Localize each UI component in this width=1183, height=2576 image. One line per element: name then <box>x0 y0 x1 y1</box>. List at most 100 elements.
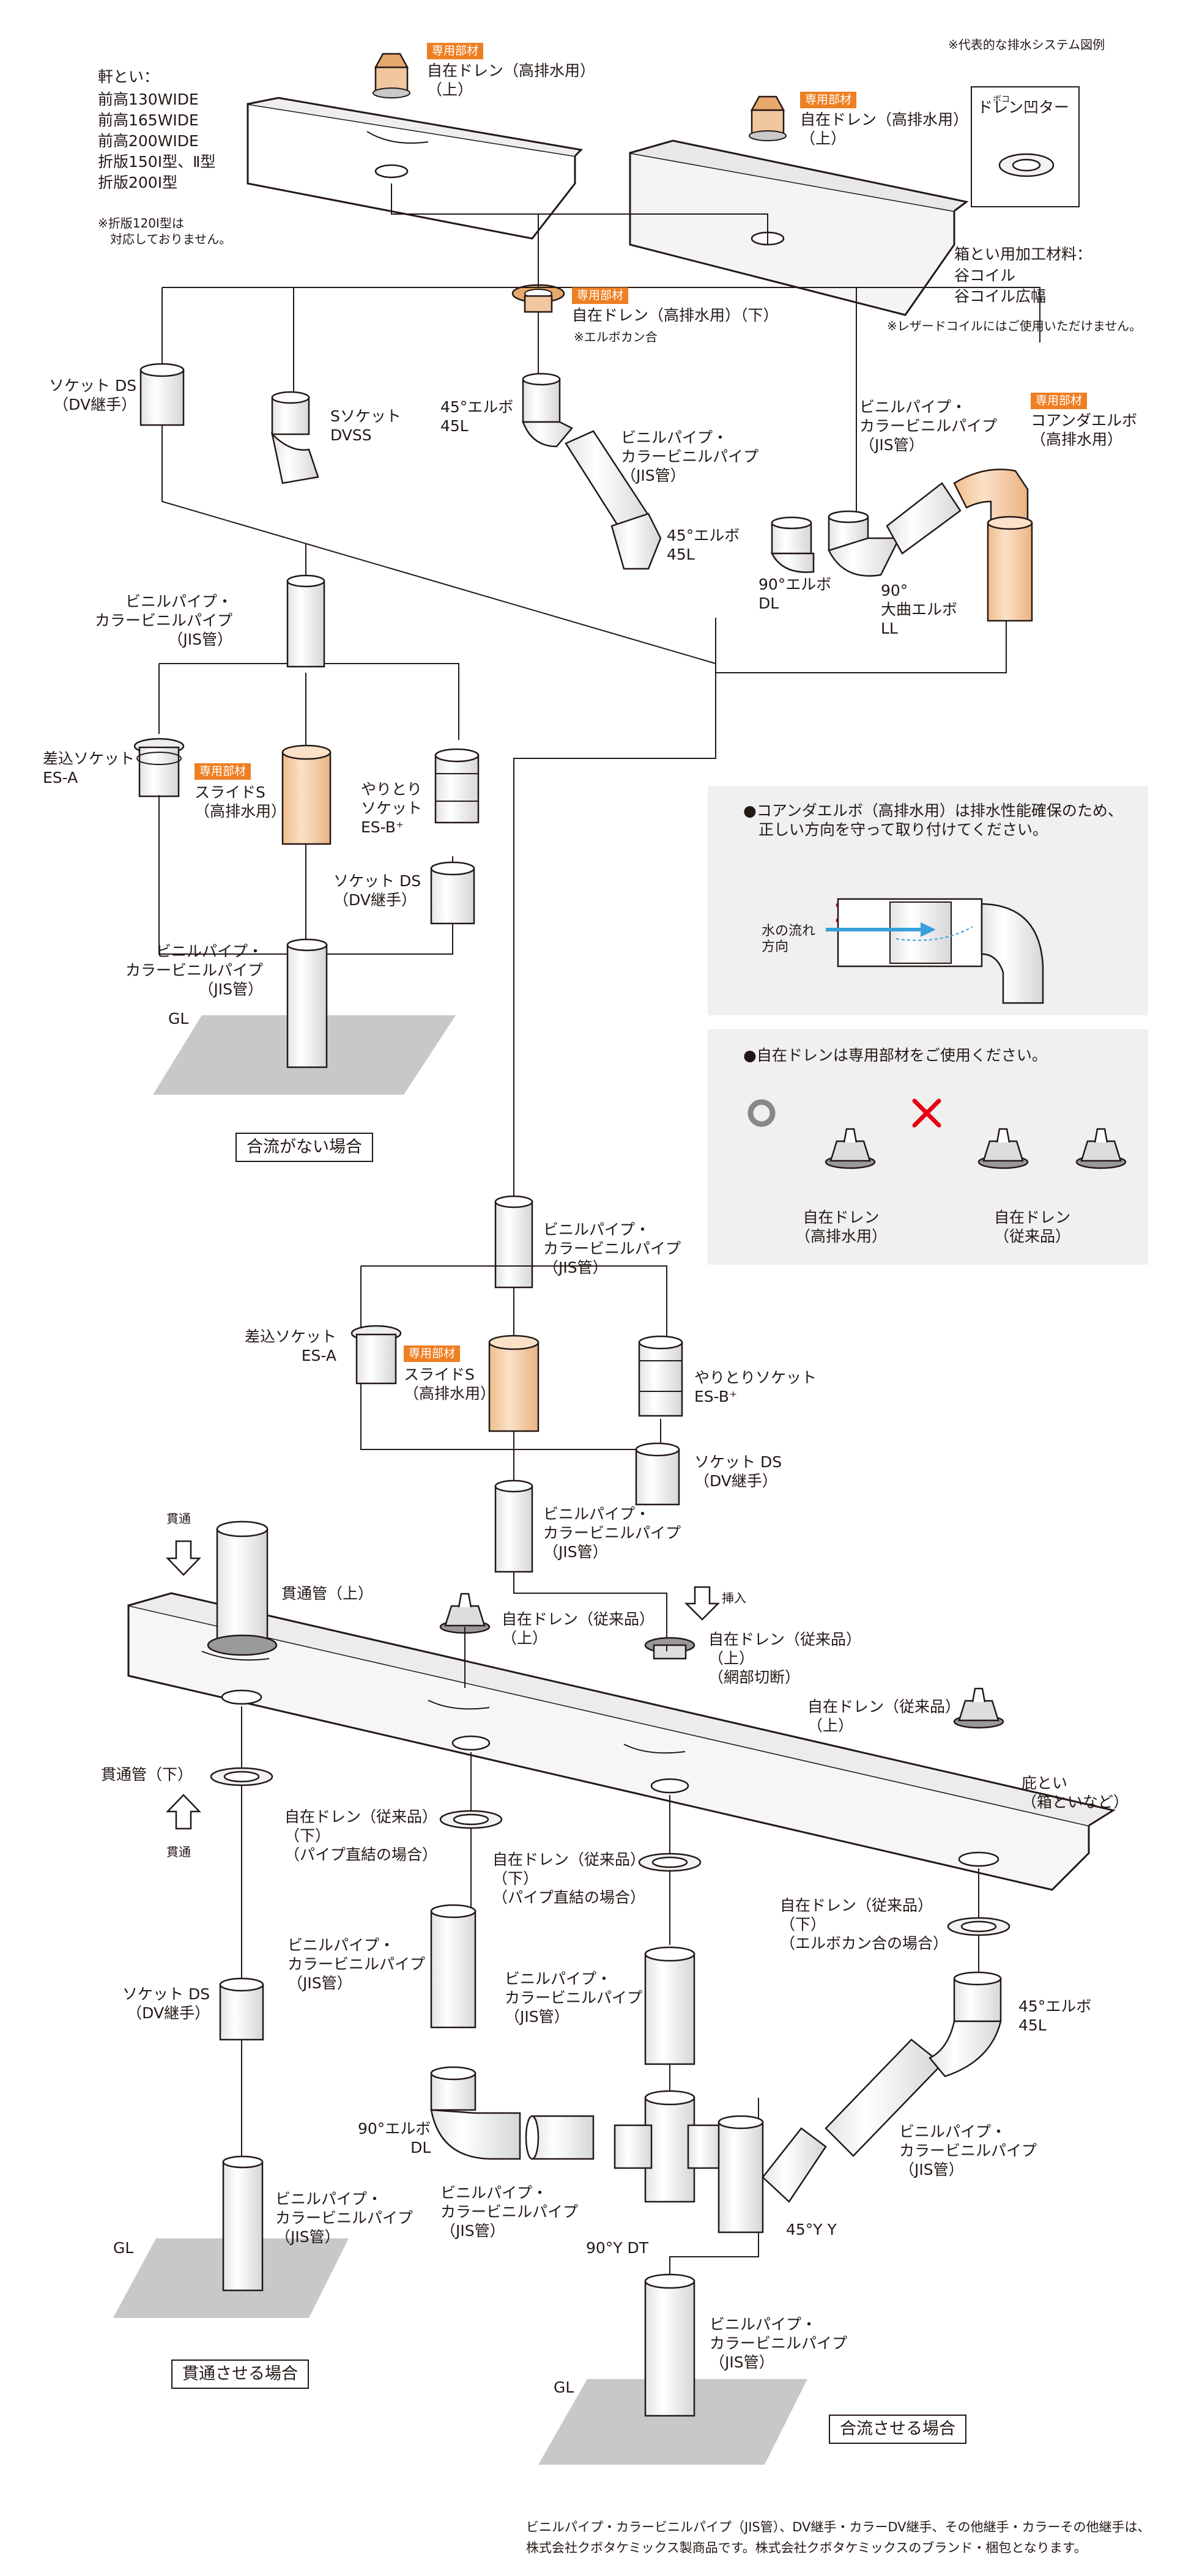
yaritori-2-label: やりとりソケット ES-B⁺ <box>694 1369 817 1405</box>
pipe-jis-6-label: ビニルパイプ・ カラービニルパイプ （JIS管） <box>543 1505 681 1561</box>
ground-3 <box>538 2379 807 2465</box>
noki-item: 前高130WIDE <box>98 91 199 108</box>
elbow-45-1 <box>522 372 573 448</box>
coanda-label: コアンダエルボ （高排水用） <box>1031 412 1138 448</box>
s-socket <box>270 391 319 484</box>
conventional-drain-down-2 <box>638 1852 702 1872</box>
yaritori-socket-1 <box>434 748 480 824</box>
special-drain-top-left <box>373 53 410 98</box>
drain-conv-down-1-label: 自在ドレン（従来品） （下） （パイプ直結の場合） <box>284 1808 438 1864</box>
drain-ng-label: 自在ドレン （従来品） <box>994 1208 1071 1245</box>
drain-ring-frame <box>971 86 1080 207</box>
drain-conv-up-1-label: 自在ドレン（従来品） （上） <box>502 1610 655 1647</box>
insert-label: 挿入 <box>722 1591 746 1605</box>
elbow-45-3 <box>929 1971 1002 2078</box>
box-materials-list: 谷コイル 谷コイル広幅 <box>954 265 1046 307</box>
special-tag: 専用部材 <box>427 43 484 59</box>
arrow-down-insert <box>684 1586 721 1621</box>
flow-label: 水の流れ 方向 <box>762 923 816 955</box>
pipe-jis-12-label: ビニルパイプ・ カラービニルパイプ （JIS管） <box>710 2315 848 2371</box>
socket-ds-1-label: ソケット DS （DV継手） <box>49 377 137 413</box>
leader-lines-sec2 <box>360 1265 667 1486</box>
noki-list: 前高130WIDE 前高165WIDE 前高200WIDE 折版150Ⅰ型、Ⅱ型… <box>98 89 215 193</box>
leader-lines-top <box>158 183 1040 1223</box>
header-note: ※代表的な排水システム図例 <box>948 37 1105 52</box>
elbow-90-dl-2 <box>430 2066 521 2160</box>
socket-ds-2 <box>430 861 475 925</box>
socket-ds-3 <box>635 1442 680 1506</box>
through-label-bottom: 貫通 <box>166 1845 191 1859</box>
through-pipe-upper <box>207 1520 278 1656</box>
pipe-jis-9-label: ビニルパイプ・ カラービニルパイプ （JIS管） <box>899 2123 1037 2178</box>
socket-ds-2-label: ソケット DS （DV継手） <box>333 872 421 909</box>
leader-lines-bottom <box>241 1627 979 2275</box>
pipe-jis-2-label: ビニルパイプ・ カラービニルパイプ （JIS管） <box>859 398 998 454</box>
drain-compare <box>747 1098 1127 1169</box>
arrow-up-through <box>166 1794 201 1830</box>
through-label-top: 貫通 <box>166 1511 191 1526</box>
slide-s-1 <box>281 744 332 845</box>
case-merge: 合流させる場合 <box>829 2415 966 2444</box>
pipe-jis-7-label: ビニルパイプ・ カラービニルパイプ （JIS管） <box>287 1936 426 1992</box>
pipe-jis-10-label: ビニルパイプ・ カラービニルパイプ （JIS管） <box>440 2184 579 2240</box>
top-gutter-right <box>629 139 969 316</box>
coanda-elbow <box>953 468 1033 622</box>
arrow-down-through <box>166 1540 201 1576</box>
pipe-jis-1-label: ビニルパイプ・ カラービニルパイプ （JIS管） <box>621 429 759 484</box>
box-materials-title: 箱とい用加工材料： <box>954 245 1092 263</box>
pipe-mid-1 <box>494 1195 533 1289</box>
circle-ok-icon <box>747 1099 776 1127</box>
pipe-jis-3-label: ビニルパイプ・ カラービニルパイプ （JIS管） <box>95 593 233 648</box>
pipe-1 <box>286 574 325 668</box>
conventional-drain-up-2 <box>644 1637 695 1660</box>
case-through: 貫通させる場合 <box>171 2359 309 2389</box>
gl-2-label: GL <box>113 2239 134 2257</box>
y-45 <box>718 2115 827 2234</box>
s-socket-label: Sソケット DVSS <box>330 407 401 444</box>
special-drain-down <box>511 284 565 313</box>
elbow90-ll-label: 90° 大曲エルボ LL <box>881 582 958 637</box>
tee-90-y-dt <box>614 2090 723 2203</box>
gl-1-label: GL <box>168 1010 189 1027</box>
elbow-90-dl-1 <box>770 516 815 573</box>
drain-ring-icon <box>998 153 1055 177</box>
pipe-ground-2 <box>222 2155 264 2292</box>
special-tag: 専用部材 <box>404 1345 461 1362</box>
box-material-item: 谷コイル広幅 <box>954 287 1047 305</box>
drain-conv-up-3-label: 自在ドレン（従来品） （上） <box>807 1698 961 1734</box>
slide-s-1-label: スライドS （高排水用） <box>195 783 287 820</box>
elbow-45-2 <box>610 513 662 570</box>
pipe-jis-8-label: ビニルパイプ・ カラービニルパイプ （JIS管） <box>505 1970 643 2026</box>
pipe-merge-1 <box>430 1904 477 2029</box>
elbow90-dl-2-label: 90°エルボ DL <box>358 2120 431 2156</box>
special-tag: 専用部材 <box>572 287 629 304</box>
pipe-ground-1 <box>286 938 328 1068</box>
slide-s-2 <box>488 1334 540 1432</box>
y90-dt-label: 90°Y DT <box>586 2239 649 2257</box>
pipe-jis-11-label: ビニルパイプ・ カラービニルパイプ （JIS管） <box>275 2190 413 2246</box>
case-no-merge: 合流がない場合 <box>235 1133 373 1162</box>
drain-up-2-label: 自在ドレン（高排水用） （上） <box>800 111 969 147</box>
drain-conv-up-2-label: 自在ドレン（従来品） （上） （網部切断） <box>708 1630 862 1686</box>
elbow90-dl-1-label: 90°エルボ DL <box>758 576 832 612</box>
insert-socket-1-label: 差込ソケット ES-A <box>43 750 135 786</box>
conventional-drain-down-3 <box>947 1917 1011 1936</box>
pipe-jis-4-label: ビニルパイプ・ カラービニルパイプ （JIS管） <box>125 942 264 998</box>
elbow-90-ll <box>828 510 901 577</box>
insert-socket-2-label: 差込ソケット ES-A <box>245 1328 337 1364</box>
elbow45-1-label: 45°エルボ 45L <box>440 398 514 435</box>
yaritori-socket-2 <box>638 1335 683 1417</box>
insert-socket-es-a-1 <box>133 738 185 798</box>
footer-note: ビニルパイプ・カラービニルパイプ（JIS管）、DV継手・カラーDV継手、その他継… <box>526 2520 1151 2555</box>
eaves-label: 庇とい （箱といなど） <box>1022 1774 1129 1811</box>
socket-ds-1 <box>139 363 185 426</box>
pipe-diagonal-2 <box>886 482 962 555</box>
coanda-diagram <box>826 898 1044 1004</box>
special-tag: 専用部材 <box>195 763 251 780</box>
special-tag: 専用部材 <box>800 92 857 108</box>
drain-down-note: ※エルボカン合 <box>574 330 658 344</box>
through-pipe-lower <box>210 1767 273 1786</box>
socket-ds-4 <box>219 1977 264 2041</box>
cross-ng-icon <box>912 1098 941 1128</box>
